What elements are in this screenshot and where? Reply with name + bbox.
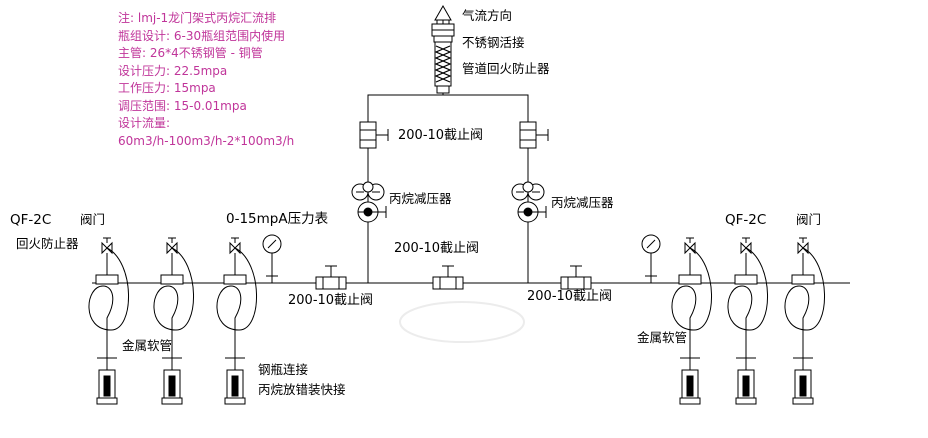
pressure-reducer-right-icon	[511, 181, 547, 223]
metal-hose	[88, 247, 129, 360]
gauge-label: 0-15mpA压力表	[226, 211, 329, 227]
qf-right-label: QF-2C	[725, 212, 767, 228]
metal-hose	[671, 247, 712, 360]
horizontal-valve-right-icon	[560, 265, 592, 290]
cylinder-branch	[727, 237, 768, 405]
spec-line: 调压范围: 15-0.01mpa	[118, 98, 247, 113]
cylinder-branch	[784, 237, 825, 405]
flashback-left-label: 回火防止器	[16, 236, 79, 251]
cylinder-branch	[88, 237, 129, 405]
qf-left-label: QF-2C	[10, 212, 52, 228]
airflow-label: 气流方向	[462, 8, 513, 23]
cylinder-connect-label: 钢瓶连接	[258, 362, 309, 377]
spec-notes: 注: lmj-1龙门架式丙烷汇流排瓶组设计: 6-30瓶组范围内使用主管: 26…	[118, 10, 418, 150]
pressure-gauge-left-icon	[262, 234, 282, 283]
hose-right-label: 金属软管	[637, 330, 688, 345]
metal-hose	[216, 247, 257, 360]
cylinder-branch	[153, 237, 194, 405]
cylinder-branch	[671, 237, 712, 405]
valve-top-left-label: 200-10截止阀	[398, 128, 484, 143]
valve-bottom-left-label: 200-10截止阀	[288, 293, 374, 308]
pipe-flashback-label: 管道回火防止器	[462, 61, 550, 76]
vertical-valve-right-icon	[519, 121, 549, 149]
valve-word-right-label: 阀门	[796, 212, 822, 227]
valve-word-left-label: 阀门	[80, 212, 106, 227]
anti-misconnect-label: 丙烷放错装快接	[258, 382, 346, 397]
reducer-right-label: 丙烷减压器	[551, 195, 614, 210]
hose-left-label: 金属软管	[122, 338, 173, 353]
valve-middle-label: 200-10截止阀	[394, 241, 480, 256]
spec-line: 设计压力: 22.5mpa	[118, 63, 228, 78]
pressure-gauge-right-icon	[641, 234, 661, 283]
cylinder-branches	[88, 237, 825, 405]
stainless-joint-label: 不锈钢活接	[462, 35, 525, 50]
spec-line: 瓶组设计: 6-30瓶组范围内使用	[118, 28, 286, 43]
metal-hose	[153, 247, 194, 360]
metal-hose	[784, 247, 825, 360]
faint-outline	[399, 301, 525, 343]
metal-hose	[727, 247, 768, 360]
spec-line: 设计流量:	[118, 116, 171, 130]
reducer-left-label: 丙烷减压器	[389, 191, 452, 206]
cylinder-branch	[216, 237, 257, 405]
top-outlet-assembly	[431, 4, 455, 94]
spec-line: 注: lmj-1龙门架式丙烷汇流排	[118, 11, 277, 25]
pressure-reducer-left-icon	[351, 181, 387, 223]
spec-line: 主管: 26*4不锈钢管 - 铜管	[118, 46, 263, 60]
horizontal-valve-middle-icon	[432, 265, 464, 290]
horizontal-valve-left-icon	[315, 265, 347, 290]
spec-line: 工作压力: 15mpa	[118, 81, 216, 95]
vertical-valve-left-icon	[359, 121, 389, 149]
spec-line: 60m3/h-100m3/h-2*100m3/h	[118, 133, 295, 148]
valve-bottom-right-label: 200-10截止阀	[527, 289, 613, 304]
